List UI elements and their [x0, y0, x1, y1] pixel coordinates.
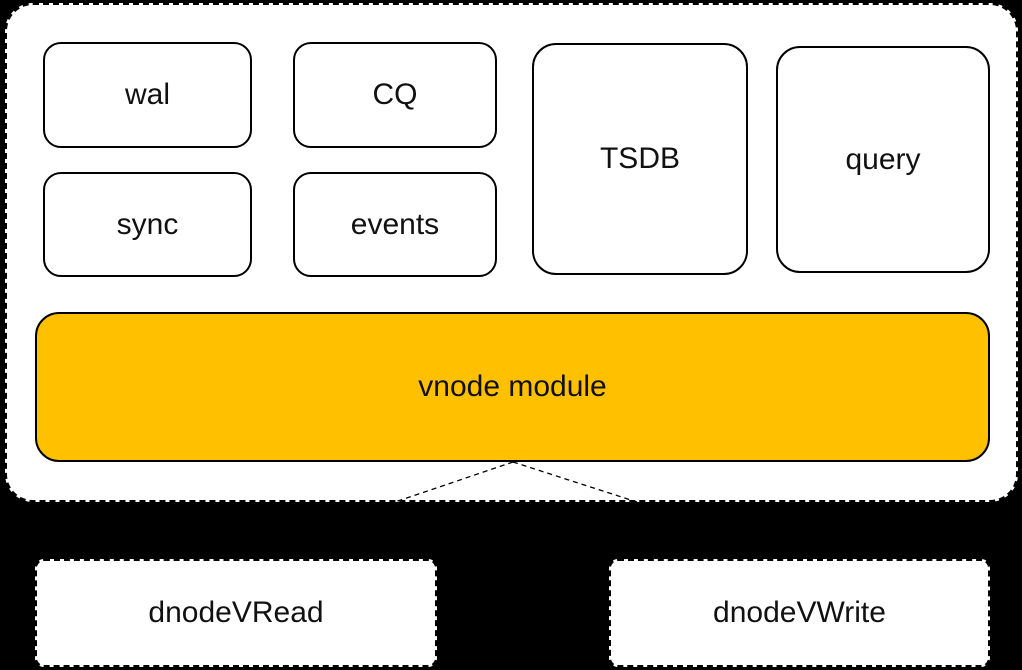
module-label-events: events	[350, 207, 440, 241]
dnode-vread-label: dnodeVRead	[148, 596, 324, 629]
module-box-events: events	[293, 172, 497, 277]
module-box-tsdb: TSDB	[532, 43, 748, 275]
module-label-wal: wal	[124, 78, 170, 111]
module-box-cq: CQ	[293, 42, 497, 148]
vnode-module-label: vnode module	[418, 370, 607, 403]
module-label-sync: sync	[116, 207, 179, 241]
module-box-sync: sync	[43, 172, 252, 277]
module-box-query: query	[776, 46, 990, 273]
dnode-vwrite-label: dnodeVWrite	[713, 596, 886, 629]
dnode-vread-box: dnodeVRead	[35, 559, 437, 667]
module-label-cq: CQ	[372, 78, 418, 111]
module-label-tsdb: TSDB	[599, 142, 680, 175]
dnode-vwrite-box: dnodeVWrite	[609, 559, 990, 667]
module-box-wal: wal	[43, 42, 252, 148]
module-label-query: query	[845, 142, 921, 176]
vnode-module-bar: vnode module	[35, 312, 990, 462]
